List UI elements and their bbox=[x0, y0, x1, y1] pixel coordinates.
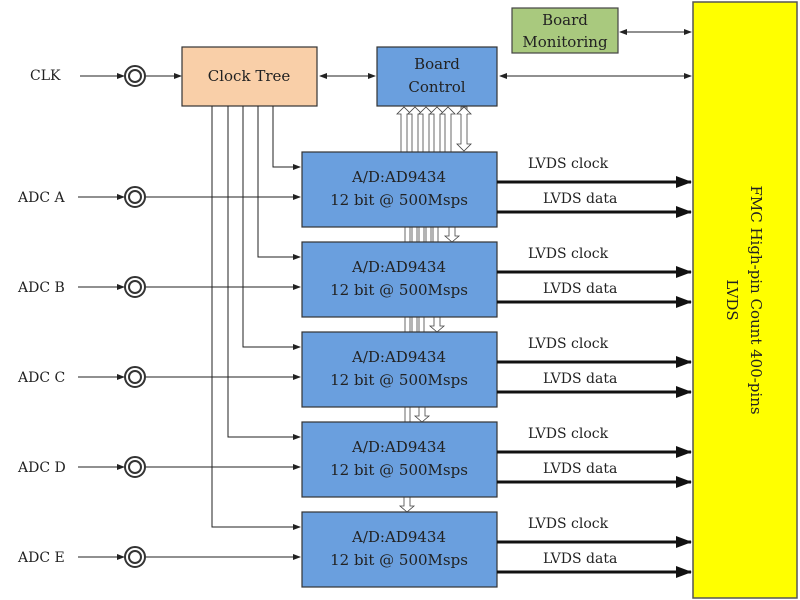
adc-chip-block bbox=[301, 511, 498, 588]
control-bus bbox=[404, 406, 431, 423]
lvds-data-label: LVDS data bbox=[543, 461, 617, 477]
adc-spec-label: 12 bit @ 500Msps bbox=[330, 281, 468, 299]
adc-spec-label: 12 bit @ 500Msps bbox=[330, 371, 468, 389]
fmc-label-lvds: LVDS bbox=[723, 279, 741, 320]
lvds-clock-label: LVDS clock bbox=[528, 516, 609, 532]
adc-chip-label: A/D:AD9434 bbox=[351, 438, 446, 456]
board-control-label-2: Control bbox=[408, 78, 465, 96]
board-monitoring-block bbox=[511, 7, 619, 54]
adc-spec-label: 12 bit @ 500Msps bbox=[330, 551, 468, 569]
lvds-data-label: LVDS data bbox=[543, 281, 617, 297]
adc-chip-block bbox=[301, 331, 498, 408]
control-bus bbox=[404, 226, 461, 243]
board-monitoring-label: Board bbox=[542, 11, 588, 29]
adc-chip-block bbox=[301, 151, 498, 228]
adc-chip-label: A/D:AD9434 bbox=[351, 528, 446, 546]
lvds-data-label: LVDS data bbox=[543, 191, 617, 207]
board-control-block bbox=[376, 46, 498, 107]
adc-chip-label: A/D:AD9434 bbox=[351, 258, 446, 276]
adc-chip-block bbox=[301, 241, 498, 318]
adc-chip-block bbox=[301, 421, 498, 498]
board-monitoring-label-2: Monitoring bbox=[522, 33, 608, 51]
clock-distribution-line bbox=[272, 106, 301, 170]
adc-input-label: ADC D bbox=[17, 460, 66, 476]
adc-spec-label: 12 bit @ 500Msps bbox=[330, 191, 468, 209]
lvds-clock-label: LVDS clock bbox=[528, 426, 609, 442]
adc-input-label: ADC B bbox=[17, 280, 65, 296]
clock-distribution-line bbox=[242, 106, 301, 350]
connector-icon bbox=[124, 276, 146, 298]
adc-input-label: ADC A bbox=[17, 190, 65, 206]
control-bus bbox=[404, 316, 446, 333]
clock-tree-block bbox=[181, 46, 318, 107]
control-bus bbox=[398, 496, 416, 513]
lvds-clock-label: LVDS clock bbox=[528, 246, 609, 262]
connector-icon bbox=[124, 65, 146, 87]
board-control-label: Board bbox=[414, 55, 460, 73]
adc-chip-label: A/D:AD9434 bbox=[351, 168, 446, 186]
adc-input-label: ADC E bbox=[17, 550, 65, 566]
clock-distribution-line bbox=[227, 106, 301, 440]
connector-icon bbox=[124, 186, 146, 208]
lvds-data-label: LVDS data bbox=[543, 551, 617, 567]
adc-input-label: ADC C bbox=[17, 370, 65, 386]
lvds-clock-label: LVDS clock bbox=[528, 156, 609, 172]
lvds-data-label: LVDS data bbox=[543, 371, 617, 387]
fmc-label: FMC High-pin Count 400-pins bbox=[747, 185, 765, 414]
clk-label: CLK bbox=[30, 68, 61, 84]
connector-icon bbox=[124, 456, 146, 478]
connector-icon bbox=[124, 546, 146, 568]
fmc-connector-block bbox=[692, 1, 798, 599]
lvds-clock-label: LVDS clock bbox=[528, 336, 609, 352]
adc-spec-label: 12 bit @ 500Msps bbox=[330, 461, 468, 479]
control-bus-main bbox=[396, 106, 472, 153]
clock-distribution-line bbox=[211, 106, 301, 530]
clock-distribution-line bbox=[257, 106, 301, 260]
adc-chip-label: A/D:AD9434 bbox=[351, 348, 446, 366]
connector-icon bbox=[124, 366, 146, 388]
clock-tree-label: Clock Tree bbox=[208, 67, 291, 85]
